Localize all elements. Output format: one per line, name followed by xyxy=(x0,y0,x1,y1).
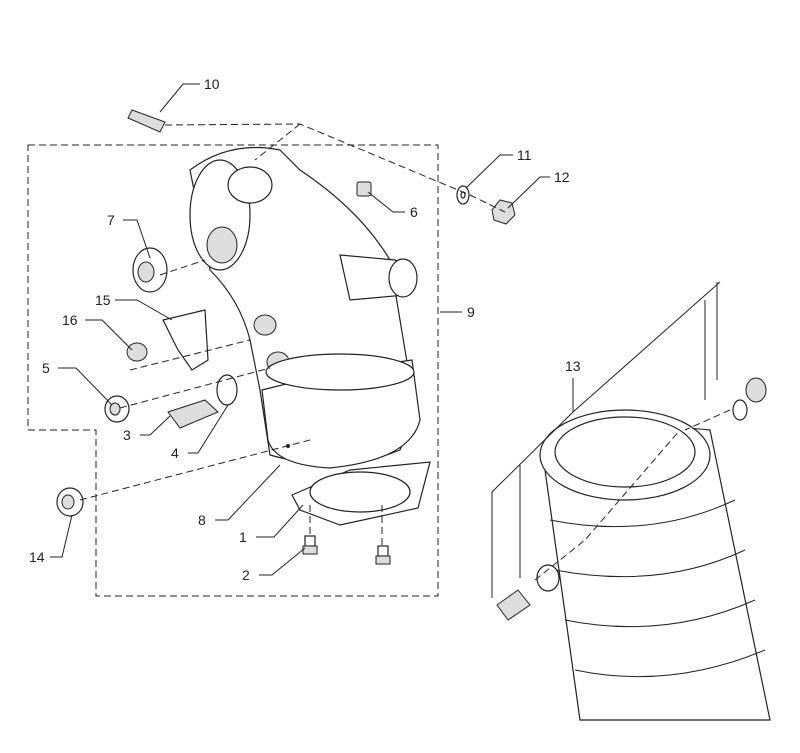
bolt-2a xyxy=(302,535,318,555)
plug-7 xyxy=(132,247,168,293)
callout-9: 9 xyxy=(467,304,475,320)
nut-12 xyxy=(491,199,516,225)
cap-16 xyxy=(126,342,148,362)
plug-14 xyxy=(56,487,84,517)
sensor-3 xyxy=(167,399,219,429)
plug-6 xyxy=(356,181,372,197)
callout-16: 16 xyxy=(62,312,78,328)
callout-14: 14 xyxy=(29,549,45,565)
callout-4: 4 xyxy=(171,445,179,461)
callout-3: 3 xyxy=(123,427,131,443)
gasket-1 xyxy=(291,461,431,526)
leader-lines xyxy=(50,83,731,598)
plug-5 xyxy=(104,395,130,423)
callout-1: 1 xyxy=(239,529,247,545)
bolt-2b xyxy=(375,545,391,565)
washer-11 xyxy=(456,185,470,205)
callout-12: 12 xyxy=(554,169,570,185)
callout-13: 13 xyxy=(565,358,581,374)
assembly-boundary-9 xyxy=(27,144,439,597)
callout-5: 5 xyxy=(42,360,50,376)
callout-6: 6 xyxy=(410,204,418,220)
hose-13 xyxy=(496,377,771,721)
oring-4 xyxy=(216,374,238,406)
callout-7: 7 xyxy=(107,212,115,228)
bracket-15 xyxy=(162,309,209,371)
callout-8: 8 xyxy=(198,512,206,528)
callout-10: 10 xyxy=(204,76,220,92)
elbow-housing xyxy=(189,147,421,469)
stud-10 xyxy=(127,109,166,133)
callout-2: 2 xyxy=(242,567,250,583)
callout-15: 15 xyxy=(95,292,111,308)
callout-11: 11 xyxy=(517,147,532,163)
bolt-axes xyxy=(309,505,383,546)
